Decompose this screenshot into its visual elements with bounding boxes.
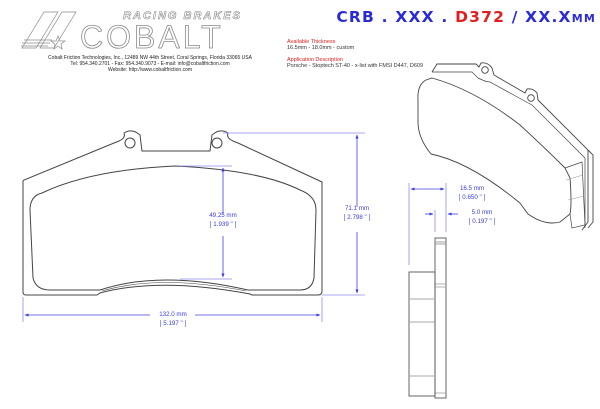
backplate-outline: [22, 130, 323, 296]
isometric-view: [417, 62, 594, 231]
part-number-code: D372: [455, 8, 506, 26]
company-address: Cobalt Friction Technologies, Inc., 1248…: [48, 55, 252, 61]
thickness-value: 16.5mm - 18.0mm - custom: [287, 45, 355, 51]
logo-tagline: RACING BRAKES: [123, 10, 242, 22]
side-friction-material: [408, 271, 436, 397]
friction-material-outline: [29, 165, 317, 291]
total-thickness-label: 16.5 mm 0.650 ": [452, 184, 492, 202]
part-number-unit: MM: [571, 12, 596, 25]
company-contact: Tel: 954.340.2701 - Fax: 954.340.9073 - …: [70, 61, 230, 67]
overall-width-mm: 132.0 mm: [159, 311, 187, 318]
backplate-thickness-mm: 5.0 mm: [471, 209, 493, 216]
thickness-label: Available Thickness: [287, 39, 336, 45]
front-view: [22, 130, 323, 296]
application-value: Porsche - Stoptech ST-40 - x-list with F…: [287, 63, 424, 69]
dimension-lines: [22, 132, 458, 322]
part-number-suffix: / XX.X: [505, 8, 572, 26]
mounting-hole-left: [124, 137, 136, 149]
company-info: Cobalt Friction Technologies, Inc., 1248…: [0, 55, 300, 73]
iso-backplate-top: [431, 62, 589, 231]
total-thickness-mm: 16.5 mm: [459, 185, 485, 192]
mounting-hole-right: [211, 137, 223, 149]
overall-width-inch: 5.197 ": [160, 320, 186, 327]
company-website: Website: http://www.cobaltfriction.com: [107, 67, 193, 73]
cobalt-logo: RACING BRAKES COBALT: [21, 10, 242, 55]
application-info: Application Description Porsche - Stopte…: [287, 57, 423, 69]
backplate-thickness-label: 5.0 mm 0.197 ": [462, 208, 502, 226]
overall-width-label: 132.0 mm 5.197 ": [148, 310, 198, 328]
side-backplate: [434, 237, 447, 399]
logo-slash-mark-icon: [21, 11, 77, 50]
application-label: Application Description: [287, 57, 343, 63]
iso-friction-face: [417, 77, 572, 224]
friction-height-label: 49.25 mm 1.939 ": [197, 211, 249, 229]
backplate-thickness-inch: 0.197 ": [469, 218, 495, 225]
part-number: CRB . XXX . D372 / XX.XMM: [300, 8, 596, 26]
overall-height-mm: 71.1 mm: [344, 205, 370, 212]
overall-height-label: 71.1 mm 2.798 ": [334, 204, 380, 222]
total-thickness-inch: 0.650 ": [459, 194, 485, 201]
friction-height-inch: 1.939 ": [210, 221, 236, 228]
part-number-prefix: CRB . XXX .: [336, 8, 456, 26]
thickness-info: Available Thickness 16.5mm - 18.0mm - cu…: [287, 39, 354, 51]
side-view: [408, 237, 447, 399]
friction-height-mm: 49.25 mm: [209, 212, 237, 219]
logo-brand-text: COBALT: [80, 19, 224, 55]
overall-height-inch: 2.798 ": [344, 214, 370, 221]
